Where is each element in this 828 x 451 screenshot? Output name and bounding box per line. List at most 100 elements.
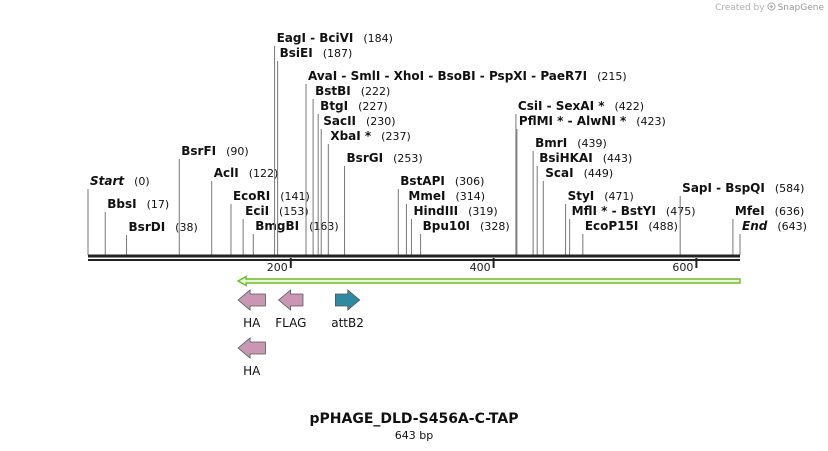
site-enzyme-name: BbsI bbox=[107, 197, 136, 211]
feature-label: HA bbox=[243, 364, 261, 378]
site-position: (187) bbox=[323, 47, 353, 60]
site-position: (443) bbox=[603, 152, 633, 165]
credit-brand: SnapGene bbox=[777, 3, 824, 13]
site-enzyme-name: BtgI bbox=[320, 99, 348, 113]
feature-arrow-ha bbox=[237, 337, 266, 359]
feature-label: HA bbox=[243, 316, 261, 330]
site-enzyme-name: BsrDI bbox=[129, 220, 166, 234]
site-position: (314) bbox=[455, 190, 485, 203]
site-position: (328) bbox=[480, 220, 510, 233]
site-label: MfeI (636) bbox=[735, 204, 804, 218]
site-enzyme-name: ScaI bbox=[545, 166, 573, 180]
site-position: (319) bbox=[468, 205, 498, 218]
site-enzyme-name: AclI bbox=[214, 166, 239, 180]
site-position: (471) bbox=[604, 190, 634, 203]
site-label: Start (0) bbox=[90, 174, 150, 188]
site-position: (141) bbox=[280, 190, 310, 203]
site-position: (122) bbox=[249, 167, 279, 180]
plasmid-length: 643 bp bbox=[394, 429, 434, 442]
feature-arrow-ha bbox=[237, 289, 266, 311]
site-position: (163) bbox=[309, 220, 339, 233]
site-label: End (643) bbox=[742, 219, 807, 233]
site-label: BstAPI (306) bbox=[400, 174, 484, 188]
site-position: (253) bbox=[393, 152, 423, 165]
site-position: (488) bbox=[648, 220, 678, 233]
site-position: (306) bbox=[455, 175, 485, 188]
site-enzyme-name: HindIII bbox=[413, 204, 458, 218]
site-position: (227) bbox=[358, 100, 388, 113]
site-enzyme-name: EcoP15I bbox=[585, 219, 639, 233]
site-enzyme-name: CsiI - SexAI * bbox=[518, 99, 605, 113]
site-enzyme-name: SacII bbox=[323, 114, 356, 128]
site-enzyme-name: BmrI bbox=[535, 136, 567, 150]
site-label: HindIII (319) bbox=[413, 204, 497, 218]
site-position: (230) bbox=[366, 115, 396, 128]
site-label: BbsI (17) bbox=[107, 197, 169, 211]
site-label: MmeI (314) bbox=[408, 189, 485, 203]
site-position: (38) bbox=[175, 221, 198, 234]
site-position: (215) bbox=[597, 70, 627, 83]
feature-label: attB2 bbox=[331, 316, 364, 330]
site-position: (422) bbox=[615, 100, 645, 113]
site-label: BmgBI(163) bbox=[255, 219, 338, 233]
site-label: PflMI * - AlwNI *(423) bbox=[519, 114, 666, 128]
site-position: (475) bbox=[666, 205, 696, 218]
plasmid-name: pPHAGE_DLD-S456A-C-TAP bbox=[309, 411, 519, 427]
site-enzyme-name: BstBI bbox=[315, 84, 351, 98]
site-position: (423) bbox=[636, 115, 666, 128]
site-position: (449) bbox=[584, 167, 614, 180]
site-label: BsrDI (38) bbox=[129, 220, 198, 234]
ruler-tick-label: 200 bbox=[267, 261, 288, 274]
feature-label: FLAG bbox=[275, 316, 306, 330]
snapgene-logo-icon bbox=[766, 2, 776, 14]
feature-arrow-flag bbox=[278, 289, 304, 311]
site-label: BsrGI (253) bbox=[347, 151, 423, 165]
orf-arrow bbox=[236, 275, 741, 287]
feature-arrow-attb2 bbox=[335, 289, 361, 311]
site-enzyme-name: BsiHKAI bbox=[539, 151, 593, 165]
site-position: (636) bbox=[775, 205, 805, 218]
site-label: CsiI - SexAI * (422) bbox=[518, 99, 644, 113]
ruler-tick-label: 600 bbox=[672, 261, 693, 274]
site-enzyme-name: AvaI - SmlI - XhoI - BsoBI - PspXI - Pae… bbox=[308, 69, 587, 83]
site-enzyme-name: MmeI bbox=[408, 189, 445, 203]
site-label: EagI - BciVI(184) bbox=[277, 31, 393, 45]
site-label: Bpu10I (328) bbox=[423, 219, 510, 233]
site-position: (439) bbox=[577, 137, 607, 150]
site-enzyme-name: SapI - BspQI bbox=[682, 181, 765, 195]
site-label: SapI - BspQI (584) bbox=[682, 181, 804, 195]
site-label: EcoP15I (488) bbox=[585, 219, 678, 233]
site-enzyme-name: BsrGI bbox=[347, 151, 384, 165]
orf-arrow-shape bbox=[236, 275, 741, 287]
site-position: (17) bbox=[147, 198, 170, 211]
site-enzyme-name: MflI * - BstYI bbox=[572, 204, 656, 218]
restriction-sites: Start (0) BbsI (17) BsrDI (38) BsrFI (90) AclI (1… bbox=[87, 31, 807, 255]
site-enzyme-name: Bpu10I bbox=[423, 219, 470, 233]
site-label: AvaI - SmlI - XhoI - BsoBI - PspXI - Pae… bbox=[308, 69, 627, 83]
site-enzyme-name: Start bbox=[90, 174, 125, 188]
site-label: ScaI (449) bbox=[545, 166, 613, 180]
snapgene-credit: Created by SnapGene bbox=[715, 2, 824, 14]
site-label: BsrFI (90) bbox=[181, 144, 248, 158]
site-enzyme-name: EcoRI bbox=[233, 189, 270, 203]
site-enzyme-name: EciI bbox=[245, 204, 269, 218]
site-enzyme-name: XbaI * bbox=[330, 129, 372, 143]
site-enzyme-name: BstAPI bbox=[400, 174, 445, 188]
site-label: BsiHKAI (443) bbox=[539, 151, 632, 165]
site-label: BsiEI(187) bbox=[280, 46, 353, 60]
site-position: (0) bbox=[134, 175, 150, 188]
site-enzyme-name: End bbox=[742, 219, 768, 233]
site-position: (643) bbox=[777, 220, 807, 233]
site-position: (584) bbox=[775, 182, 805, 195]
site-enzyme-name: MfeI bbox=[735, 204, 765, 218]
site-position: (90) bbox=[226, 145, 249, 158]
site-enzyme-name: BsrFI bbox=[181, 144, 216, 158]
site-label: EciI(153) bbox=[245, 204, 308, 218]
site-label: XbaI *(237) bbox=[330, 129, 410, 143]
credit-prefix: Created by bbox=[715, 3, 765, 13]
sequence-backbone bbox=[88, 254, 740, 261]
site-label: BmrI (439) bbox=[535, 136, 607, 150]
site-position: (222) bbox=[361, 85, 391, 98]
site-label: EcoRI (141) bbox=[233, 189, 310, 203]
